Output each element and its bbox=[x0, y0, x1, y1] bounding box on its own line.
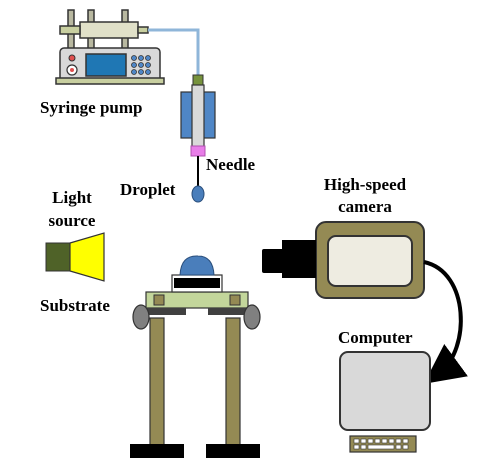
needle-holder-icon bbox=[180, 74, 216, 186]
label-camera-line2: camera bbox=[338, 197, 392, 216]
label-light-source-line1: Light bbox=[52, 188, 92, 207]
label-light-source-line2: source bbox=[48, 211, 96, 230]
label-computer: Computer bbox=[338, 328, 413, 347]
substrate-stage-icon bbox=[130, 255, 261, 458]
light-source-icon bbox=[45, 232, 105, 282]
high-speed-camera-icon bbox=[262, 221, 425, 299]
label-droplet: Droplet bbox=[120, 180, 176, 199]
computer-icon bbox=[339, 351, 431, 431]
label-needle: Needle bbox=[206, 155, 256, 174]
keyboard-icon bbox=[349, 435, 417, 453]
droplet-icon bbox=[191, 185, 205, 203]
tube-line bbox=[148, 28, 200, 78]
label-syringe-pump: Syringe pump bbox=[40, 98, 143, 117]
syringe-pump-icon bbox=[55, 9, 165, 85]
label-camera-line1: High-speed bbox=[323, 175, 407, 194]
label-substrate: Substrate bbox=[40, 296, 110, 315]
data-arrow-icon bbox=[423, 260, 468, 384]
